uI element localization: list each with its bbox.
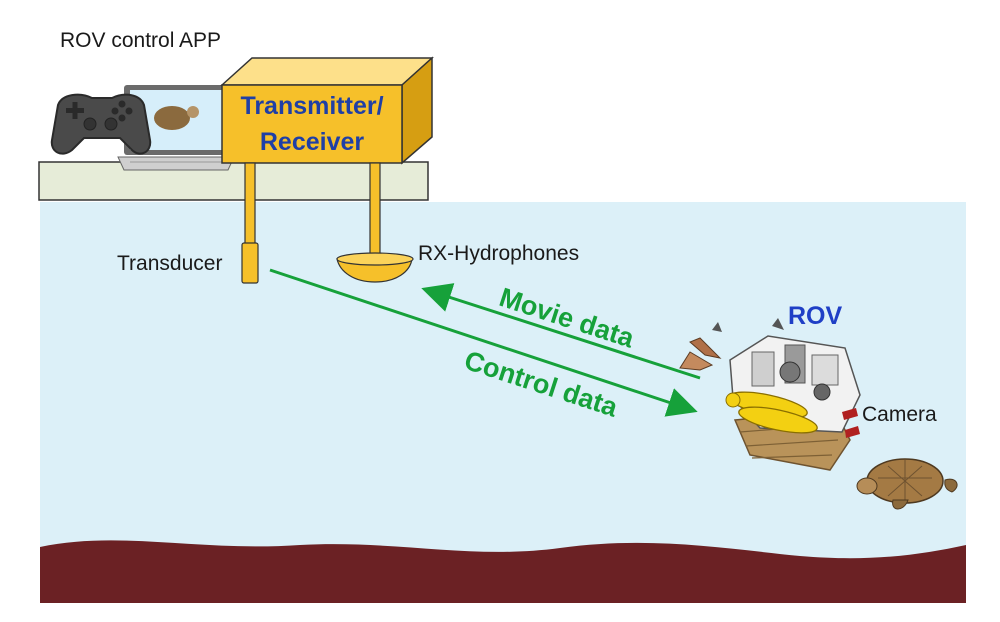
hydrophone-pole (369, 162, 381, 256)
underwater-robot-icon (679, 318, 861, 471)
camera-label: Camera (862, 403, 937, 426)
transducer-pole (244, 162, 256, 246)
movie-data-arrow (421, 283, 701, 380)
hydrophone-icon (336, 252, 414, 283)
desk (38, 161, 429, 201)
transducer-icon (241, 242, 259, 284)
seabed (40, 540, 966, 603)
rov-label: ROV (788, 302, 843, 330)
transmitter-label-line2: Receiver (259, 128, 365, 156)
transmitter-receiver-box (220, 56, 434, 165)
hydrophones-label: RX-Hydrophones (418, 242, 580, 265)
transmitter-label-line1: Transmitter/ (240, 92, 384, 120)
gamepad-icon (50, 93, 152, 155)
transducer-label: Transducer (117, 252, 223, 275)
sea-turtle-icon (856, 458, 958, 510)
app-label: ROV control APP (60, 29, 222, 52)
control-data-arrow (269, 268, 698, 417)
